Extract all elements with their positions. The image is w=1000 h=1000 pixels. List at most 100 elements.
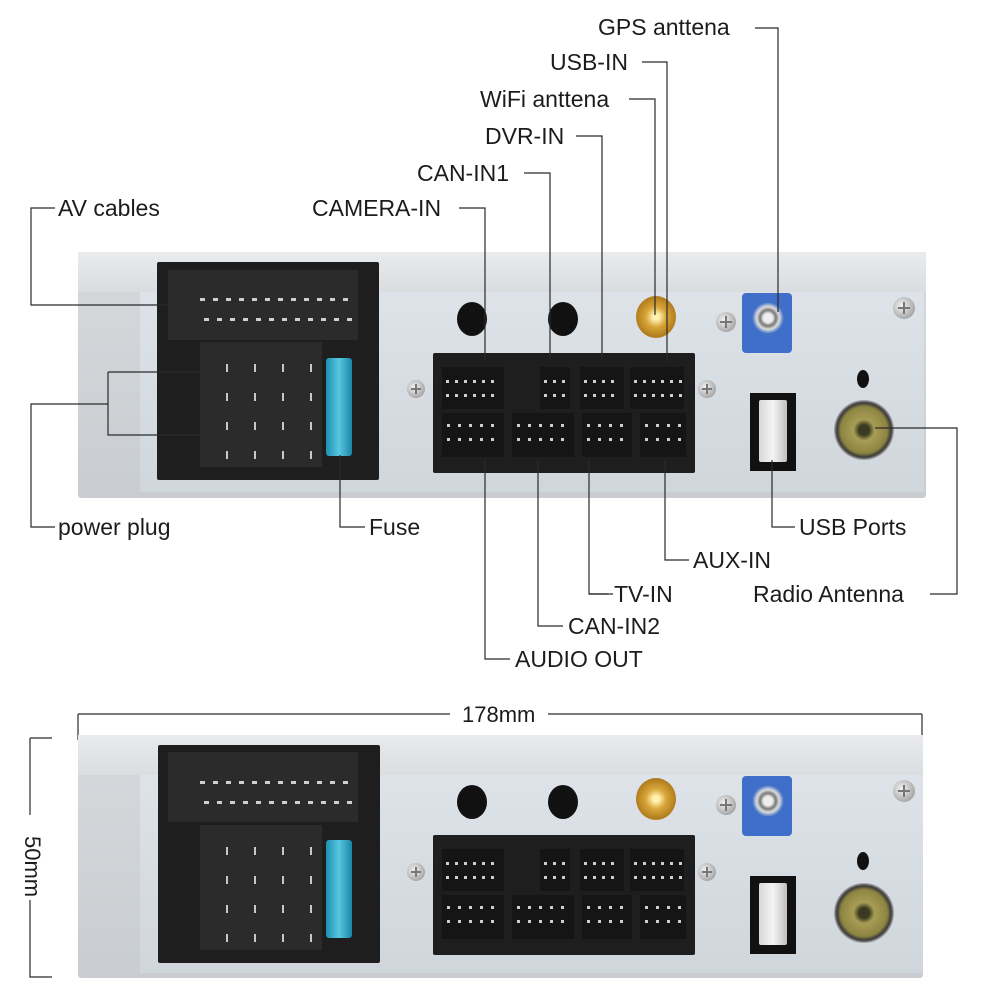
connector-pin [544,394,547,397]
label-can-in1: CAN-IN1 [417,160,510,186]
power-plug-connector [200,342,322,467]
connector-pin [620,920,623,923]
connector-pin [634,394,637,397]
power-plug-connector [200,825,322,950]
connector-pin [550,424,553,427]
connector-pin [226,364,228,372]
connector-pin [304,781,309,784]
connector-pin [269,801,274,804]
mounting-hole [548,302,578,336]
connector-pin [553,394,556,397]
connector-pin [678,906,681,909]
connector-pin [528,424,531,427]
connector-pin [602,876,605,879]
connector-pin [643,394,646,397]
connector-pin [282,318,287,321]
connector-pin [491,920,494,923]
connector-pin [252,298,257,301]
connector-pin [295,318,300,321]
connector-pin [482,876,485,879]
screw-icon [716,312,736,332]
connector-pin [667,424,670,427]
connector-pin [310,422,312,430]
label-usb-ports: USB Ports [799,514,907,540]
connector-pin [308,318,313,321]
connector-pin [611,380,614,383]
screw-icon [407,380,425,398]
connector-pin [334,801,339,804]
connector-pin [317,298,322,301]
label-gps-antenna: GPS anttena [598,14,730,40]
connector-pin [593,394,596,397]
connector-pin [561,424,564,427]
connector-pin [480,920,483,923]
connector-pin [553,876,556,879]
screw-icon [716,795,736,815]
connector-pin [278,298,283,301]
connector-pin [517,920,520,923]
connector-pin [256,318,261,321]
connector-pin [446,380,449,383]
connector-pin [282,451,284,459]
connector-pin [634,862,637,865]
connector-pin [584,394,587,397]
connector-pin [656,906,659,909]
connector-pin [239,781,244,784]
connector-pin [254,451,256,459]
connector-pin [645,438,648,441]
connector-pin [256,801,261,804]
wifi-antenna-connector [636,778,676,820]
connector-pin [265,298,270,301]
connector-pin [447,438,450,441]
connector-pin [243,801,248,804]
connector-pin [539,906,542,909]
connector-pin [310,451,312,459]
connector-pin [667,438,670,441]
label-aux-in: AUX-IN [693,547,771,573]
screw-icon [407,863,425,881]
connector-pin [587,920,590,923]
connector-pin [584,862,587,865]
screw-icon [893,780,915,802]
connector-pin [491,394,494,397]
connector-pin [491,862,494,865]
connector-pin [213,781,218,784]
connector-pin [230,318,235,321]
connector-pin [491,380,494,383]
connector-pin [482,394,485,397]
connector-pin [226,451,228,459]
connector-pin [282,934,284,942]
connector-pin [200,298,205,301]
connector-pin [455,876,458,879]
connector-pin [480,424,483,427]
connector-pin [204,318,209,321]
connector-pin [609,424,612,427]
indicator-hole [857,370,869,388]
label-camera-in: CAMERA-IN [312,195,442,221]
connector-pin [334,318,339,321]
connector-pin [473,394,476,397]
label-usb-in: USB-IN [550,49,628,75]
connector-pin [620,906,623,909]
connector-pin [593,876,596,879]
av-cable-connector [168,270,358,340]
connector-pin [458,438,461,441]
connector-pin [661,862,664,865]
height-dimension-label: 50mm [20,836,45,898]
connector-pin [598,438,601,441]
connector-pin [528,920,531,923]
connector-pin [200,781,205,784]
connector-pin [291,298,296,301]
connector-pin [308,801,313,804]
connector-pin [317,781,322,784]
connector-pin [670,862,673,865]
multi-port-socket [580,367,624,409]
connector-pin [304,298,309,301]
multi-port-socket [630,367,684,409]
connector-pin [282,847,284,855]
connector-pin [528,438,531,441]
connector-pin [609,920,612,923]
connector-pin [295,801,300,804]
connector-pin [667,920,670,923]
connector-pin [254,934,256,942]
